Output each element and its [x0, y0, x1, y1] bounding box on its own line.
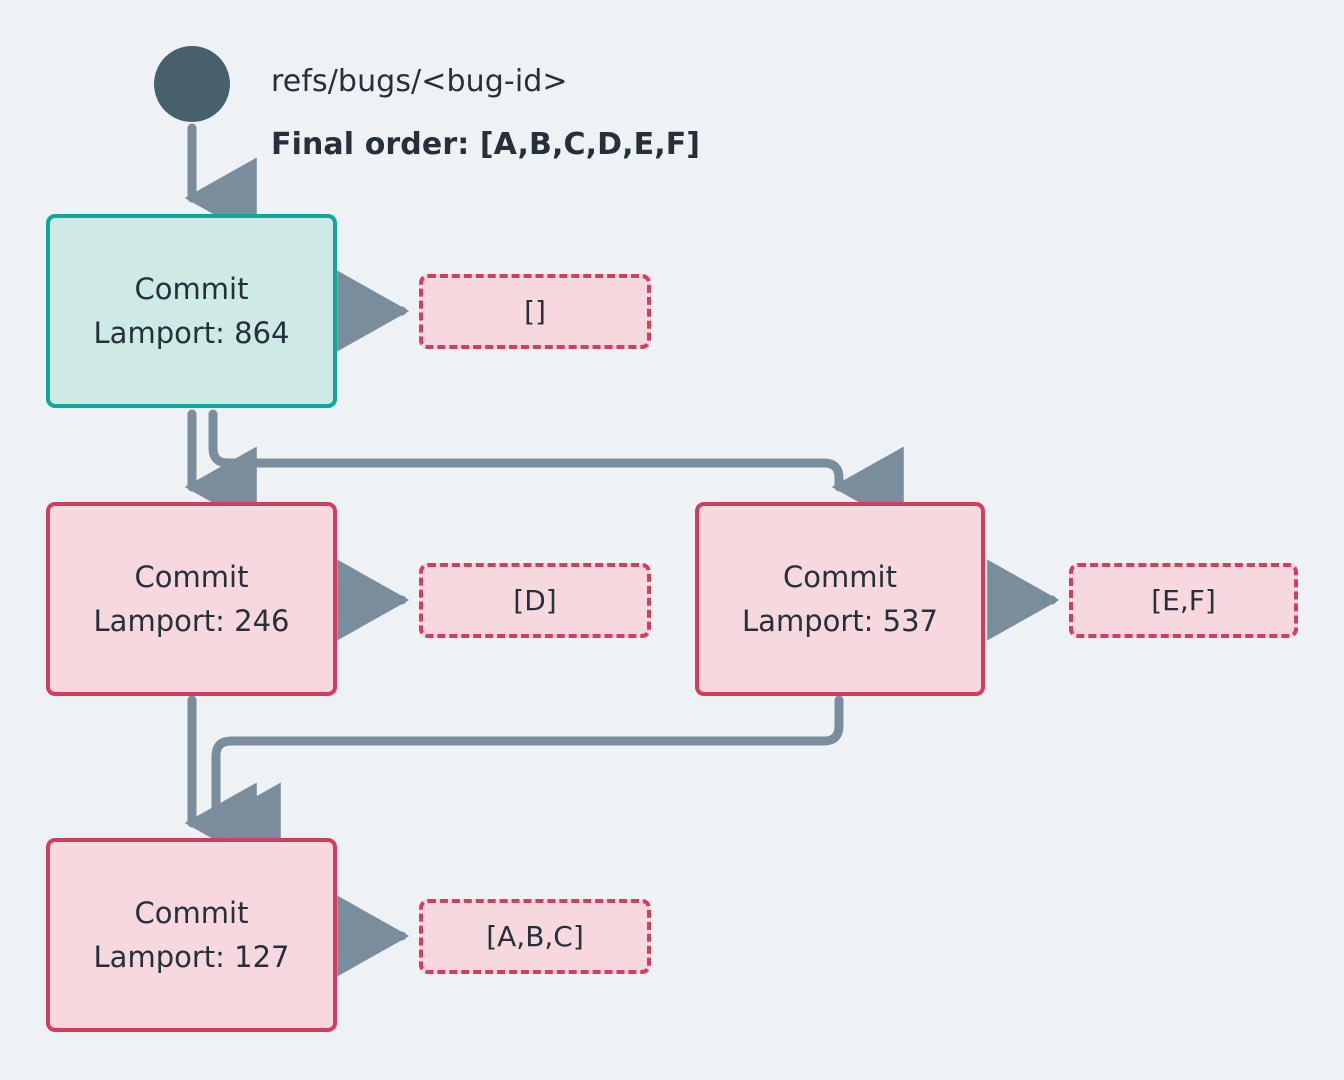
final-order-label: Final order: [A,B,C,D,E,F] — [271, 127, 701, 162]
pending-set-callout-246: [D] — [419, 563, 651, 638]
pending-set-callout-127: [A,B,C] — [419, 899, 651, 974]
commit-node-lamport: Lamport: 864 — [93, 316, 290, 350]
commit-node-lamport: Lamport: 246 — [93, 604, 290, 638]
commit-node-246[interactable]: Commit Lamport: 246 — [46, 502, 337, 696]
edge-864-to-537 — [208, 409, 904, 528]
commit-node-864[interactable]: Commit Lamport: 864 — [46, 214, 337, 408]
start-node-circle — [154, 46, 230, 122]
commit-node-537[interactable]: Commit Lamport: 537 — [695, 502, 985, 696]
pending-set-callout-864: [] — [419, 274, 651, 349]
commit-node-127[interactable]: Commit Lamport: 127 — [46, 838, 337, 1032]
commit-node-lamport: Lamport: 127 — [93, 940, 290, 974]
commit-node-title: Commit — [134, 271, 249, 306]
commit-node-title: Commit — [134, 559, 249, 594]
edge-537-to-127 — [208, 695, 844, 864]
pending-set-callout-537: [E,F] — [1069, 563, 1298, 638]
commit-node-title: Commit — [783, 559, 897, 594]
ref-path-label: refs/bugs/<bug-id> — [271, 64, 568, 99]
commit-node-title: Commit — [134, 895, 249, 930]
commit-node-lamport: Lamport: 537 — [742, 604, 938, 638]
